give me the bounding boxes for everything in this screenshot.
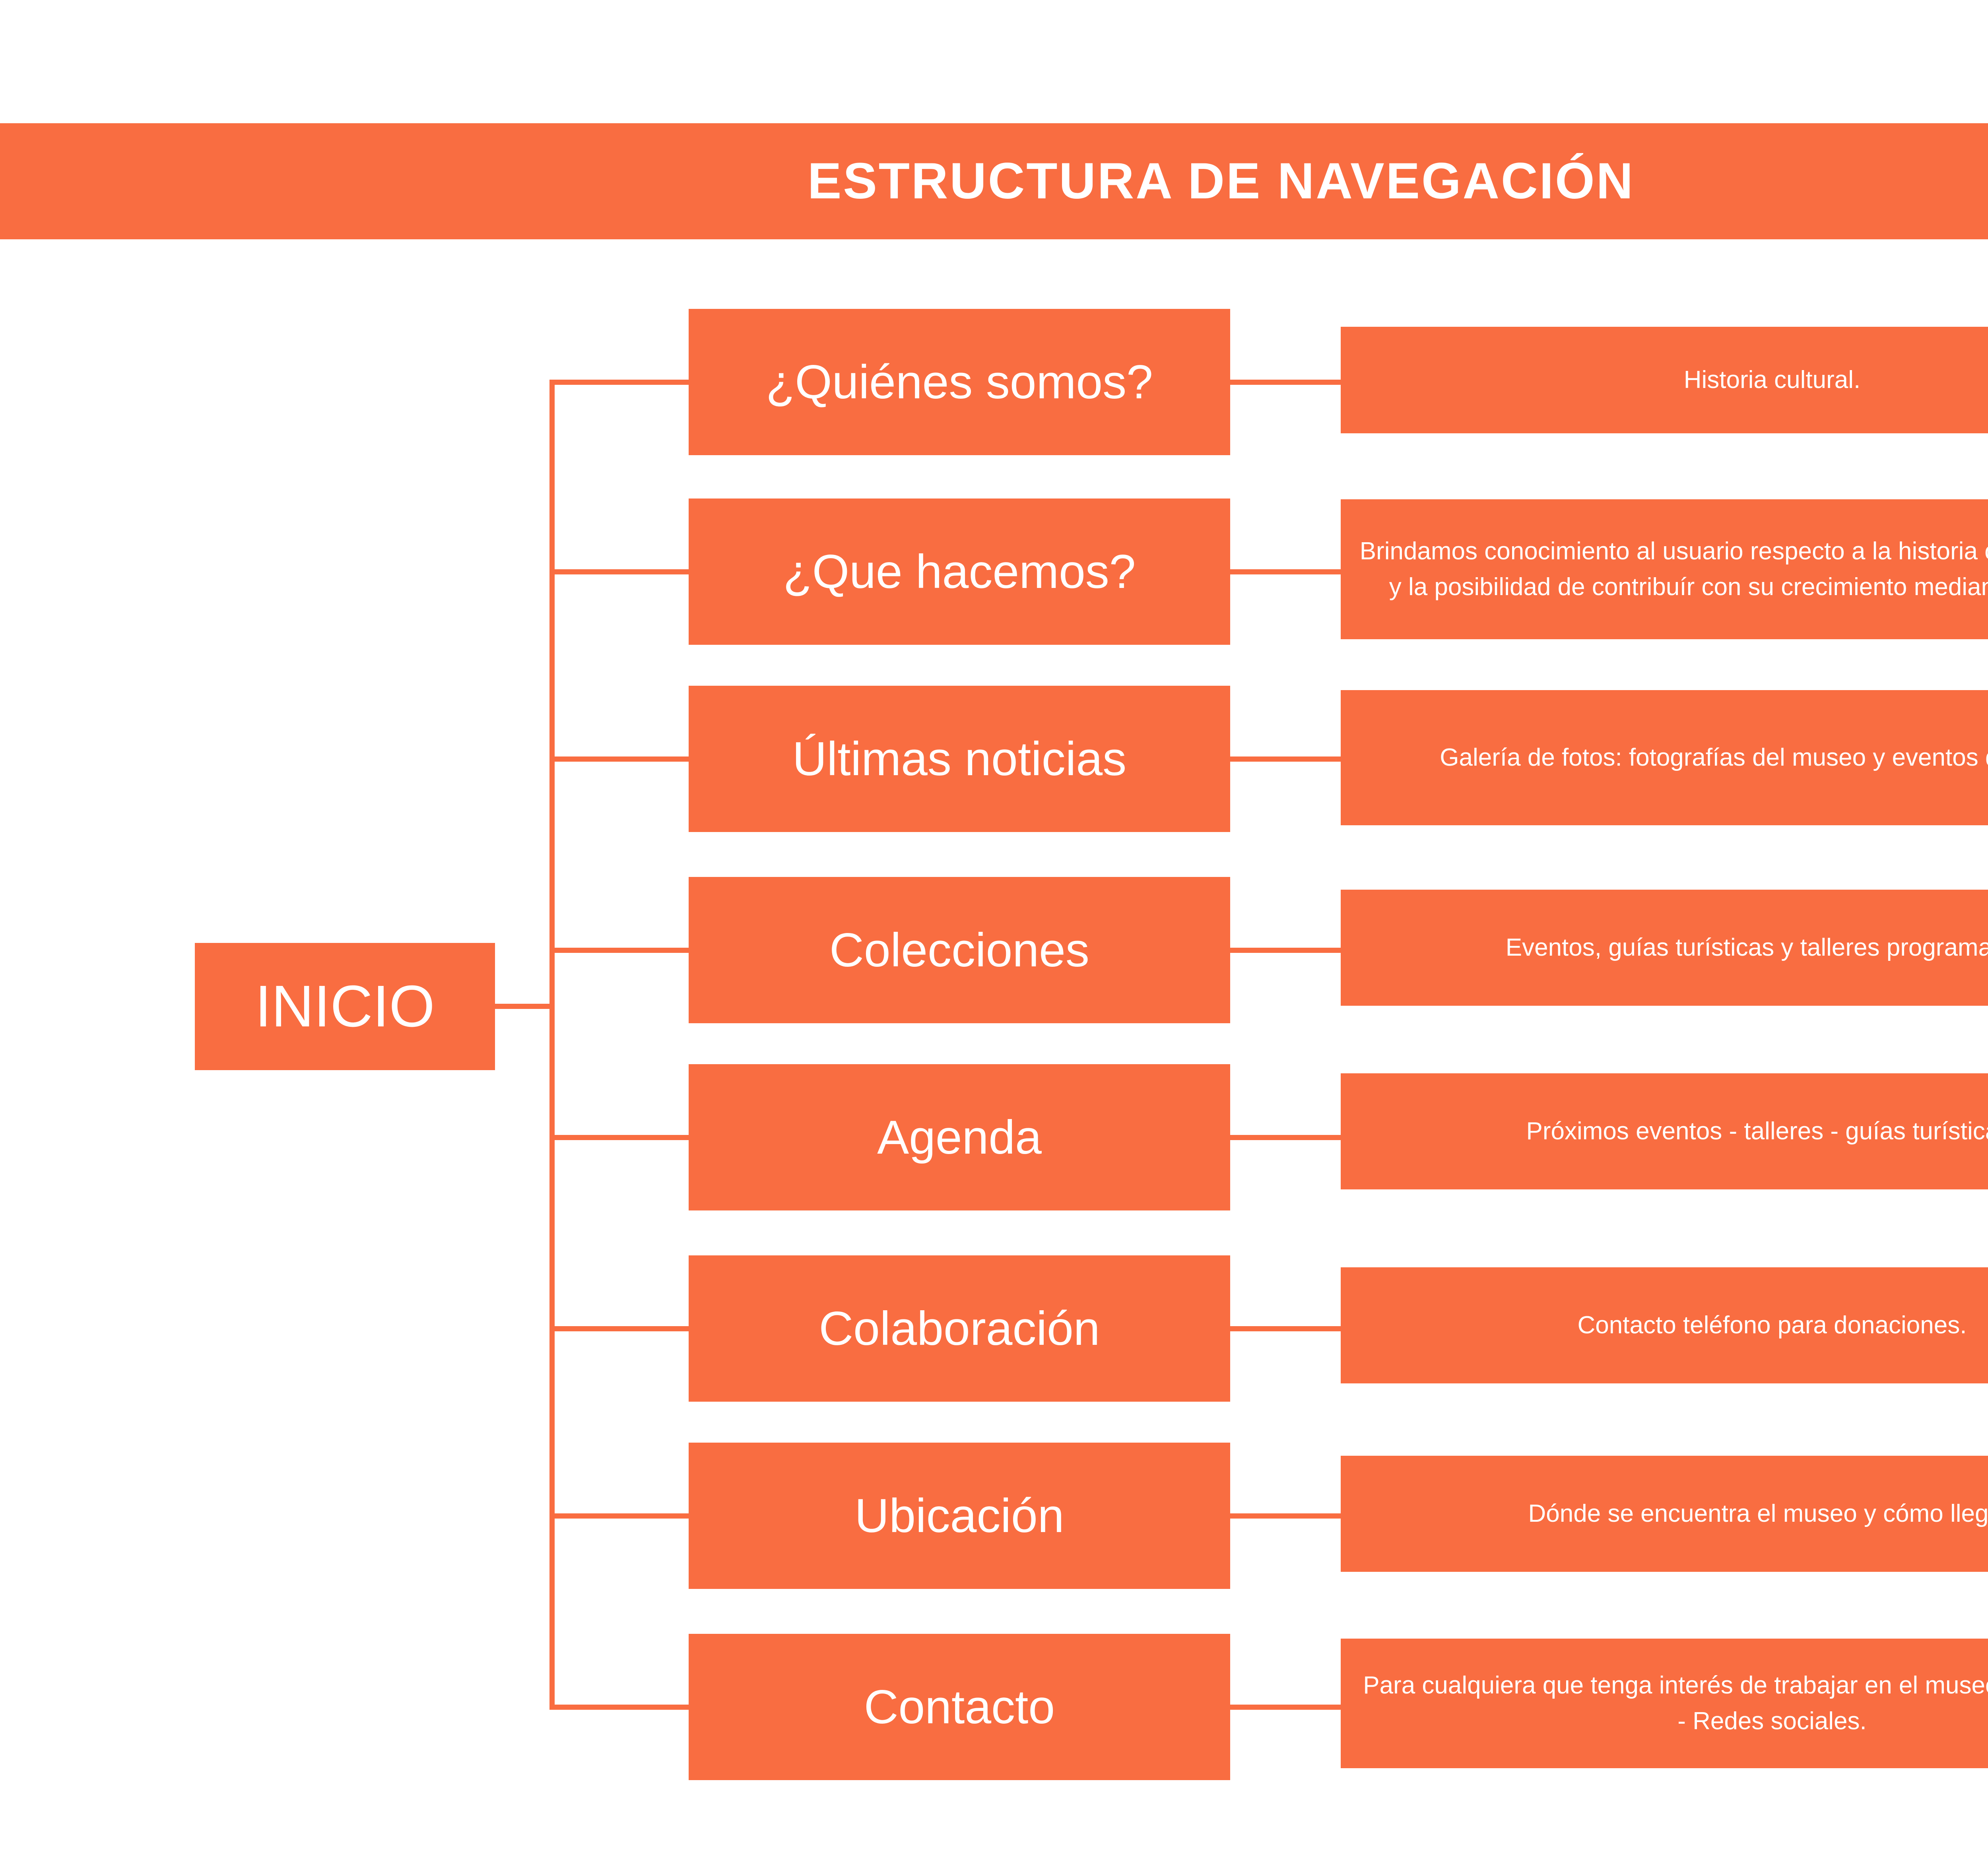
desc-ubicacion: Dónde se encuentra el museo y cómo llega… (1341, 1456, 1988, 1572)
connector-branch-1 (549, 380, 691, 385)
node-colaboracion-label: Colaboración (819, 1302, 1100, 1355)
desc-quienes-somos: Historia cultural. (1341, 327, 1988, 433)
node-quienes-somos[interactable]: ¿Quiénes somos? (689, 309, 1230, 455)
desc-contacto-text: Para cualquiera que tenga interés de tra… (1363, 1672, 1988, 1735)
connector-menu-to-desc-2 (1230, 569, 1343, 574)
connector-trunk-vertical (549, 380, 555, 1709)
connector-menu-to-desc-7 (1230, 1513, 1343, 1519)
node-ultimas-noticias[interactable]: Últimas noticias (689, 686, 1230, 832)
desc-agenda-text: Próximos eventos - talleres - guías turí… (1526, 1117, 1988, 1145)
desc-colecciones: Eventos, guías turísticas y talleres pro… (1341, 890, 1988, 1006)
node-agenda-label: Agenda (877, 1111, 1042, 1164)
desc-colecciones-text: Eventos, guías turísticas y talleres pro… (1505, 934, 1988, 962)
node-ubicacion-label: Ubicación (854, 1489, 1064, 1542)
connector-branch-7 (549, 1513, 691, 1519)
desc-contacto: Para cualquiera que tenga interés de tra… (1341, 1639, 1988, 1768)
connector-branch-8 (549, 1705, 691, 1710)
desc-colaboracion-text: Contacto teléfono para donaciones. (1577, 1311, 1967, 1339)
connector-root-to-trunk (495, 1004, 555, 1009)
desc-agenda: Próximos eventos - talleres - guías turí… (1341, 1073, 1988, 1189)
node-colaboracion[interactable]: Colaboración (689, 1255, 1230, 1402)
desc-colaboracion: Contacto teléfono para donaciones. (1341, 1267, 1988, 1383)
connector-branch-4 (549, 948, 691, 953)
connector-branch-6 (549, 1326, 691, 1331)
desc-que-hacemos: Brindamos conocimiento al usuario respec… (1341, 499, 1988, 639)
desc-que-hacemos-text: Brindamos conocimiento al usuario respec… (1359, 537, 1988, 601)
connector-menu-to-desc-8 (1230, 1705, 1343, 1710)
node-ultimas-noticias-label: Últimas noticias (792, 732, 1127, 786)
node-contacto-label: Contacto (864, 1680, 1055, 1734)
page-title: ESTRUCTURA DE NAVEGACIÓN (807, 153, 1635, 209)
node-colecciones[interactable]: Colecciones (689, 877, 1230, 1023)
node-quienes-somos-label: ¿Quiénes somos? (766, 355, 1153, 409)
connector-menu-to-desc-6 (1230, 1326, 1343, 1331)
desc-ultimas-noticias-text: Galería de fotos: fotografías del museo … (1440, 744, 1988, 772)
desc-ultimas-noticias: Galería de fotos: fotografías del museo … (1341, 690, 1988, 825)
node-contacto[interactable]: Contacto (689, 1634, 1230, 1780)
node-ubicacion[interactable]: Ubicación (689, 1443, 1230, 1589)
header-bar: ESTRUCTURA DE NAVEGACIÓN (0, 123, 1988, 239)
connector-menu-to-desc-1 (1230, 380, 1343, 385)
node-inicio-label: INICIO (255, 974, 435, 1039)
node-colecciones-label: Colecciones (829, 923, 1089, 977)
connector-branch-3 (549, 756, 691, 762)
node-que-hacemos[interactable]: ¿Que hacemos? (689, 498, 1230, 645)
node-que-hacemos-label: ¿Que hacemos? (783, 545, 1136, 598)
connector-menu-to-desc-3 (1230, 756, 1343, 762)
connector-branch-5 (549, 1135, 691, 1140)
node-inicio[interactable]: INICIO (195, 943, 495, 1070)
connector-menu-to-desc-4 (1230, 948, 1343, 953)
node-agenda[interactable]: Agenda (689, 1064, 1230, 1210)
desc-quienes-somos-text: Historia cultural. (1683, 366, 1861, 394)
connector-menu-to-desc-5 (1230, 1135, 1343, 1140)
connector-branch-2 (549, 569, 691, 574)
desc-ubicacion-text: Dónde se encuentra el museo y cómo llega… (1528, 1500, 1988, 1528)
